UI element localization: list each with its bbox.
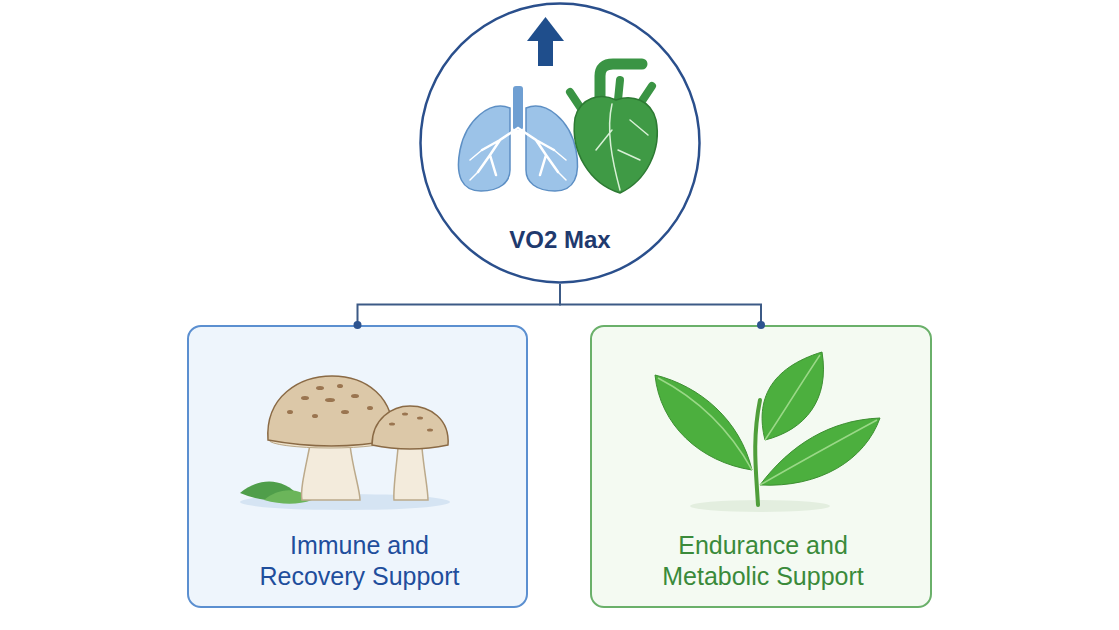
leaf-stem: [755, 400, 760, 505]
heart-illustration: [570, 64, 657, 193]
mushroom-cap: [372, 406, 448, 449]
leaf-vein: [765, 355, 820, 440]
lungs-illustration: [458, 86, 577, 191]
category-box: Immune and Recovery Support: [187, 325, 528, 608]
heart-vessels: [596, 104, 648, 190]
vein: [640, 86, 652, 104]
leaf: [264, 490, 312, 504]
trachea: [513, 86, 523, 130]
category-label: Endurance and Metabolic Support: [643, 530, 883, 592]
mushroom-stem: [302, 445, 360, 500]
arrow-shaft: [538, 38, 553, 66]
left-lung: [458, 106, 510, 191]
goal-label: VO2 Max: [459, 224, 661, 256]
goal-circle: VO2 Max: [419, 2, 701, 284]
shadow: [240, 494, 450, 510]
connector-line: [560, 284, 761, 325]
cap-spots: [389, 413, 433, 432]
leaf: [655, 375, 752, 470]
bronchioles: [470, 150, 566, 180]
leaf: [762, 352, 823, 440]
artery: [618, 80, 620, 100]
vena-cava: [570, 92, 582, 110]
category-label: Immune and Recovery Support: [244, 530, 475, 592]
category-box: Endurance and Metabolic Support: [590, 325, 932, 608]
junction-dot: [757, 321, 765, 329]
bronchi: [478, 128, 558, 175]
right-lung: [526, 106, 578, 191]
shadow: [690, 500, 830, 512]
mushroom-stem: [394, 448, 428, 500]
aorta: [600, 64, 642, 100]
cap-spots: [287, 384, 373, 418]
leaf-illustration: [655, 352, 880, 512]
leaf: [240, 481, 300, 500]
up-arrow: [527, 17, 564, 66]
mushroom-cap: [268, 376, 393, 446]
leaf-vein: [760, 420, 877, 485]
heart-body: [574, 97, 657, 193]
leaf: [760, 418, 880, 485]
connector-line: [358, 284, 561, 325]
mushroom-gills: [269, 432, 391, 448]
junction-dot: [354, 321, 362, 329]
circle-shape: [421, 4, 700, 283]
arrow-head: [527, 17, 564, 41]
mushroom-illustration: [240, 376, 450, 510]
leaf-vein: [658, 378, 752, 470]
